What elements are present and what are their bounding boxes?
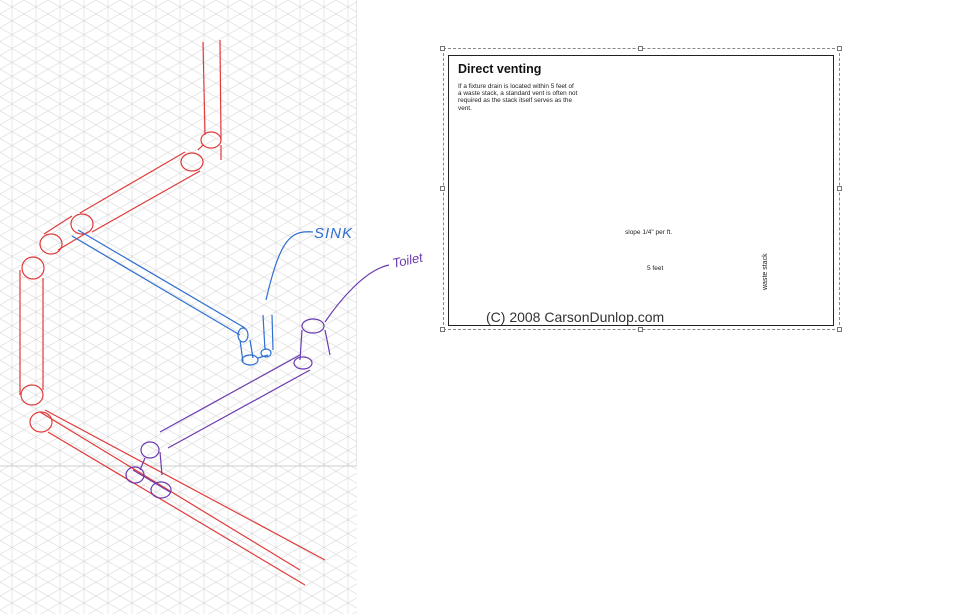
resize-handle-s[interactable] xyxy=(638,327,643,332)
resize-handle-nw[interactable] xyxy=(440,46,445,51)
red-drain-pipe xyxy=(19,39,326,586)
waste-stack-label: waste stack xyxy=(762,253,769,290)
resize-handle-se[interactable] xyxy=(837,327,842,332)
slope-label: slope 1/4" per ft. xyxy=(625,229,673,236)
purple-toilet-pipe xyxy=(125,264,390,499)
resize-handle-ne[interactable] xyxy=(837,46,842,51)
isometric-grid xyxy=(0,0,357,614)
inset-title: Direct venting xyxy=(458,62,542,76)
resize-handle-w[interactable] xyxy=(440,186,445,191)
resize-handle-e[interactable] xyxy=(837,186,842,191)
distance-label: 5 feet xyxy=(645,265,666,272)
resize-handle-n[interactable] xyxy=(638,46,643,51)
inset-description: If a fixture drain is located within 5 f… xyxy=(458,83,578,112)
sink-handwritten-label: SINK xyxy=(314,225,354,242)
blue-sink-pipe xyxy=(71,229,314,366)
copyright-text: (C) 2008 CarsonDunlop.com xyxy=(486,309,665,325)
inset-frame xyxy=(448,55,834,326)
resize-handle-sw[interactable] xyxy=(440,327,445,332)
